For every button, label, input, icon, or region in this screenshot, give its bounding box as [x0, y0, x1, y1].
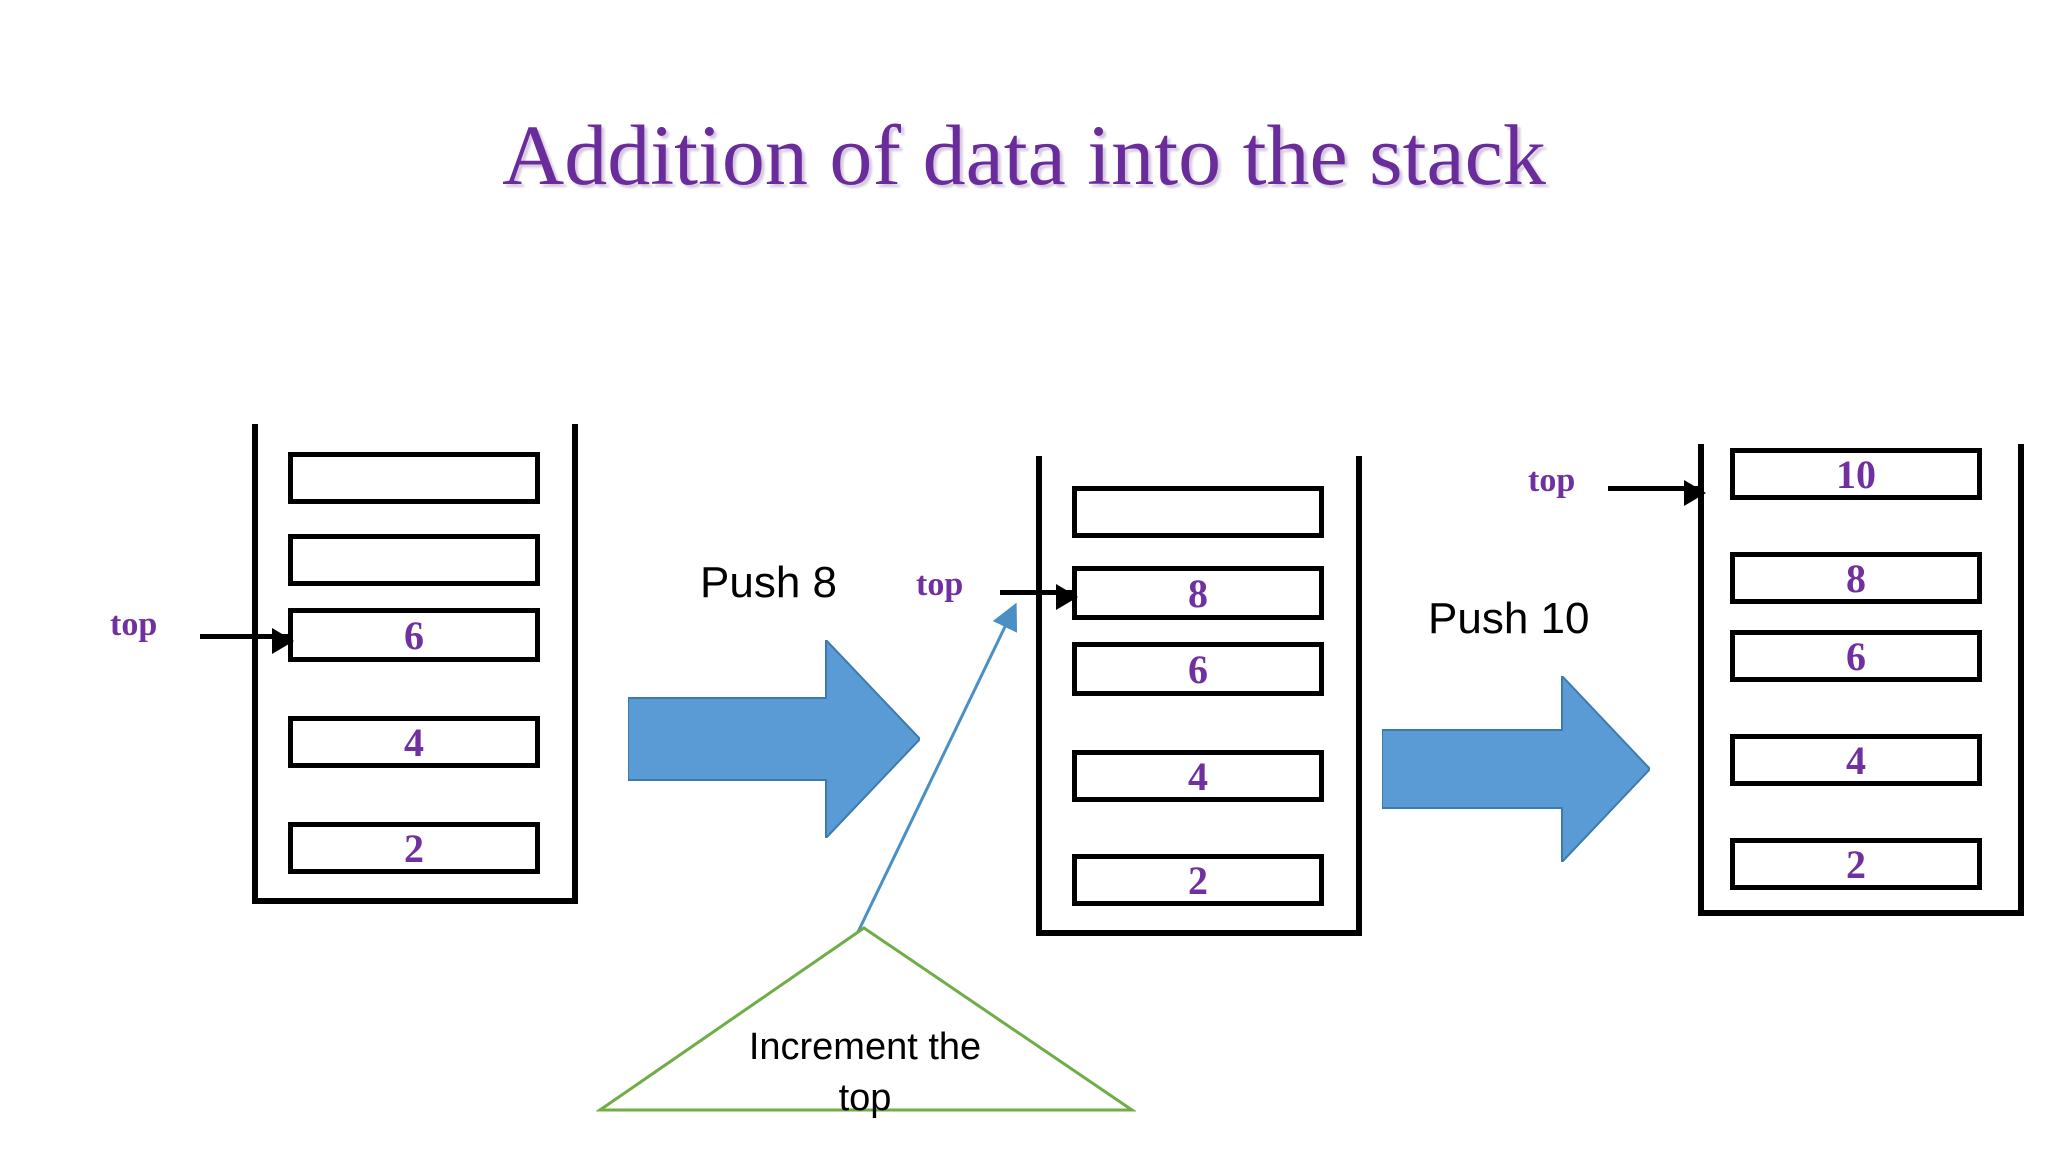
cell-value: 6	[1846, 633, 1866, 679]
stack-after-push10	[1698, 444, 2024, 916]
stack-before-cell-0	[288, 452, 540, 504]
increment-top-callout-text: Increment the top	[700, 1022, 1030, 1123]
cell-value: 2	[1188, 857, 1208, 903]
push-8-arrow-icon	[628, 640, 920, 838]
stack-before-cell-3: 4	[288, 716, 540, 768]
stack-before	[252, 424, 578, 904]
increment-top-triangle-shape	[595, 924, 1137, 1119]
cell-value: 6	[1188, 646, 1208, 692]
stack-after-push10-cell-3: 4	[1730, 734, 1982, 786]
stack-after-push10-cell-0: 10	[1730, 448, 1982, 500]
push-8-label: Push 8	[700, 558, 837, 607]
stack-after-push8-cell-1: 8	[1072, 566, 1324, 620]
stack-after-push10-cell-2: 6	[1730, 630, 1982, 682]
cell-value: 4	[1188, 753, 1208, 799]
cell-value: 2	[404, 825, 424, 871]
stack-after-push10-cell-1: 8	[1730, 552, 1982, 604]
stack-after-push8-cell-2: 6	[1072, 642, 1324, 696]
cell-value: 4	[404, 719, 424, 765]
push-10-arrow-icon	[1382, 676, 1650, 862]
stack-before-cell-1	[288, 534, 540, 586]
stack-after-push8-cell-0	[1072, 486, 1324, 538]
stack-before-top-pointer-arrow	[200, 628, 294, 654]
stack-before-cell-4: 2	[288, 822, 540, 874]
cell-value: 10	[1836, 451, 1876, 497]
increment-top-diagonal-arrow-icon	[850, 596, 1050, 941]
push-10-label: Push 10	[1428, 594, 1590, 643]
cell-value: 4	[1846, 737, 1866, 783]
stack-after-push10-top-label: top	[1528, 462, 1576, 499]
stack-before-cell-2: 6	[288, 608, 540, 662]
cell-value: 8	[1188, 570, 1208, 616]
stack-after-push8-cell-4: 2	[1072, 854, 1324, 906]
cell-value: 2	[1846, 841, 1866, 887]
stack-after-push8-top-pointer-arrow	[1000, 584, 1078, 610]
stack-after-push8	[1036, 456, 1362, 936]
stack-after-push8-cell-3: 4	[1072, 750, 1324, 802]
stack-after-push10-cell-4: 2	[1730, 838, 1982, 890]
cell-value: 6	[404, 612, 424, 658]
callout-line-1: Increment the	[748, 1026, 982, 1068]
page-title: Addition of data into the stack	[502, 107, 1546, 203]
stack-after-push10-top-pointer-arrow	[1608, 480, 1706, 506]
stack-after-push8-top-label: top	[916, 566, 964, 603]
cell-value: 8	[1846, 555, 1866, 601]
stack-before-top-label: top	[110, 606, 158, 643]
callout-line-2: top	[838, 1076, 892, 1119]
